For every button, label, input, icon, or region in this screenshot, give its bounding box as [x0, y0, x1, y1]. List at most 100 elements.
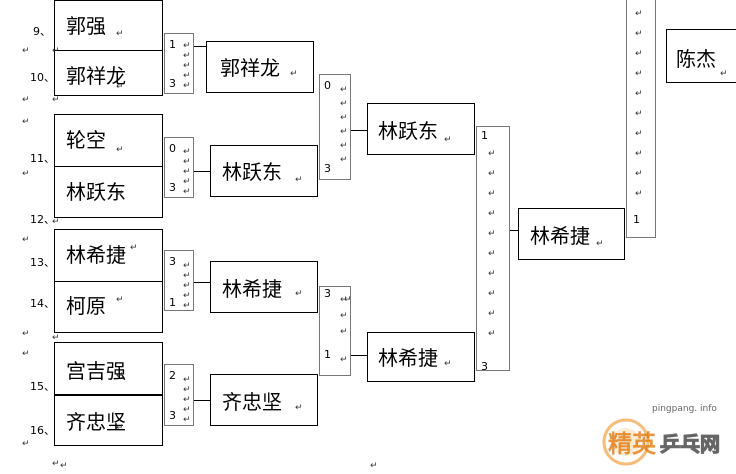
- paragraph-mark: ↵: [295, 289, 303, 299]
- paragraph-mark: ↵: [295, 175, 303, 185]
- score-value: 1: [324, 348, 331, 361]
- score-value: 2: [169, 369, 176, 382]
- paragraph-mark: ↵: [183, 291, 191, 301]
- player-name: 林希捷: [378, 346, 438, 370]
- paragraph-mark: ↵: [183, 147, 191, 157]
- score-value: 1: [169, 296, 176, 309]
- round1-match1-block: [54, 0, 163, 96]
- paragraph-mark: ↵: [488, 209, 496, 219]
- score-cell: [164, 33, 194, 94]
- score-value: 3: [481, 360, 488, 373]
- paragraph-mark: ↵: [116, 82, 124, 92]
- paragraph-mark: ↵: [116, 145, 124, 155]
- paragraph-mark: ↵: [340, 355, 348, 365]
- round3-player-box: [367, 103, 475, 155]
- score-cell: [476, 126, 510, 371]
- paragraph-mark: ↵: [22, 439, 30, 449]
- paragraph-mark: ↵: [52, 46, 60, 56]
- bracket-connector: [510, 230, 518, 231]
- round2-player-box: [206, 41, 314, 93]
- paragraph-mark: ↵: [183, 177, 191, 187]
- paragraph-mark: ↵: [183, 301, 191, 311]
- paragraph-mark: ↵: [340, 99, 348, 109]
- paragraph-mark: ↵: [183, 385, 191, 395]
- round3-player-box: [367, 332, 475, 382]
- paragraph-mark: ↵: [635, 9, 643, 19]
- paragraph-mark: ↵: [488, 189, 496, 199]
- paragraph-mark: ↵: [488, 149, 496, 159]
- paragraph-mark: ↵: [183, 71, 191, 81]
- paragraph-mark: ↵: [340, 311, 348, 321]
- score-cell: [626, 0, 656, 238]
- paragraph-mark: ↵: [116, 371, 124, 381]
- paragraph-mark: ↵: [22, 349, 30, 359]
- score-cell: [164, 250, 194, 311]
- paragraph-mark: ↵: [488, 289, 496, 299]
- score-cell: [164, 137, 194, 198]
- score-value: 3: [324, 287, 331, 300]
- player-name: 宫吉强: [66, 359, 126, 383]
- seed-number: 10、: [30, 71, 55, 84]
- paragraph-mark: ↵: [116, 189, 124, 199]
- player-name: 郭祥龙: [220, 56, 280, 80]
- paragraph-mark: ↵: [52, 217, 60, 227]
- round1-match1-divider: [54, 50, 163, 51]
- paragraph-mark: ↵: [635, 149, 643, 159]
- player-name: 郭祥龙: [66, 64, 126, 88]
- paragraph-mark: ↵: [52, 95, 60, 105]
- paragraph-mark: ↵: [183, 81, 191, 91]
- round4-player-box: [518, 208, 625, 260]
- seed-number: 12、: [30, 213, 55, 226]
- paragraph-mark: ↵: [183, 271, 191, 281]
- paragraph-mark: ↵: [183, 395, 191, 405]
- paragraph-mark: ↵: [635, 29, 643, 39]
- paragraph-mark: ↵: [635, 69, 643, 79]
- paragraph-mark: ↵: [290, 69, 298, 79]
- bracket-connector: [194, 171, 210, 172]
- player-name: 郭强: [66, 14, 106, 38]
- paragraph-mark: ↵: [116, 295, 124, 305]
- paragraph-mark: ↵: [183, 405, 191, 415]
- player-name: 林希捷: [222, 277, 282, 301]
- score-value: 1: [481, 129, 488, 142]
- paragraph-mark: ↵: [720, 69, 728, 79]
- score-value: 3: [169, 77, 176, 90]
- bracket-connector: [351, 355, 367, 356]
- paragraph-mark: ↵: [183, 187, 191, 197]
- score-value: 0: [169, 142, 176, 155]
- seed-number: 15、: [30, 380, 55, 393]
- paragraph-mark: ↵: [22, 117, 30, 127]
- watermark-logo-text: 乒乓网: [660, 432, 721, 457]
- player-name: 林希捷: [66, 243, 126, 267]
- paragraph-mark: ↵: [488, 329, 496, 339]
- player-name: 齐忠坚: [222, 390, 282, 414]
- score-cell: [164, 364, 194, 426]
- seed-number: 14、: [30, 297, 55, 310]
- paragraph-mark: ↵: [444, 359, 452, 369]
- paragraph-mark: ↵: [116, 29, 124, 39]
- paragraph-mark: ↵: [340, 85, 348, 95]
- score-value: 3: [169, 409, 176, 422]
- player-name: 林跃东: [378, 119, 438, 143]
- paragraph-mark: ↵: [635, 169, 643, 179]
- paragraph-mark: ↵: [183, 41, 191, 51]
- paragraph-mark: ↵: [340, 327, 348, 337]
- score-cell: [319, 74, 351, 180]
- seed-number: 16、: [30, 424, 55, 437]
- paragraph-mark: ↵: [340, 141, 348, 151]
- paragraph-mark: ↵: [295, 403, 303, 413]
- paragraph-mark: ↵: [635, 109, 643, 119]
- paragraph-mark: ↵: [488, 229, 496, 239]
- watermark-logo: 精英 乒乓网: [596, 410, 736, 470]
- champion-name: 陈杰: [676, 47, 716, 71]
- score-value: 1: [169, 38, 176, 51]
- paragraph-mark: ↵: [183, 415, 191, 425]
- paragraph-mark: ↵: [488, 269, 496, 279]
- paragraph-mark: ↵: [370, 461, 378, 471]
- paragraph-mark: ↵: [183, 261, 191, 271]
- player-name: 林跃东: [66, 180, 126, 204]
- paragraph-mark: ↵: [635, 189, 643, 199]
- paragraph-mark: ↵: [22, 46, 30, 56]
- champion-box: [666, 29, 736, 83]
- paragraph-mark: ↵: [635, 49, 643, 59]
